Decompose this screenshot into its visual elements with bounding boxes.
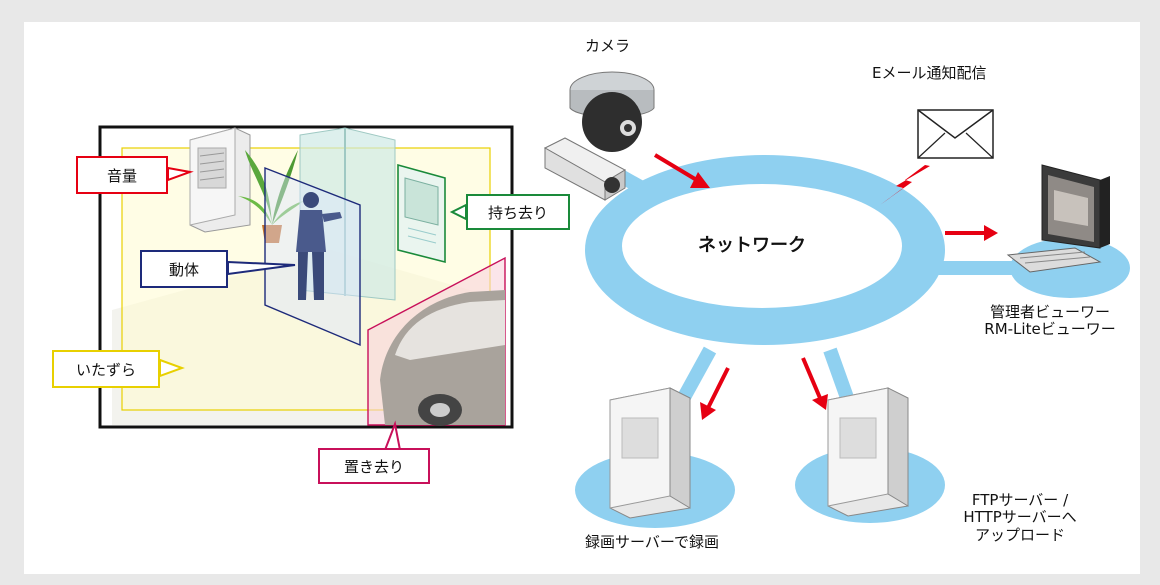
recording-server-icon [609, 387, 691, 519]
dome-camera-icon [569, 71, 655, 152]
removal-callout: 持ち去り [466, 194, 570, 230]
network-label: ネットワーク [698, 235, 806, 256]
potted-plant [238, 150, 305, 243]
motion-callout-tail [227, 260, 296, 276]
tampering-callout-tail [159, 358, 185, 378]
ftp-label-line3: アップロード [974, 525, 1065, 544]
viewer-label-line2: RM-Liteビューワー [984, 320, 1116, 339]
camera-label: カメラ [585, 37, 631, 55]
volume-callout-tail [167, 166, 194, 182]
box-camera-icon [543, 137, 627, 201]
motion-callout: 動体 [140, 250, 228, 288]
car-figure [380, 290, 505, 426]
viewer-label-line1: 管理者ビューワー [989, 303, 1110, 321]
volume-callout: 音量 [76, 156, 168, 194]
computer-icon [1006, 164, 1110, 273]
ftp-server-icon [827, 387, 909, 517]
email-label: Eメール通知配信 [872, 64, 987, 82]
lightning-icon [880, 165, 930, 205]
viewer-label: 管理者ビューワー RM-Liteビューワー [960, 303, 1140, 339]
left-behind-callout: 置き去り [318, 448, 430, 484]
person-figure [296, 192, 342, 300]
email-envelope-icon [917, 109, 994, 159]
vending-machine [189, 127, 251, 233]
ftp-label-line2: HTTPサーバーへ [963, 508, 1077, 527]
ftp-label-line1: FTPサーバー / [971, 491, 1069, 509]
ftp-label: FTPサーバー / HTTPサーバーへ アップロード [950, 491, 1090, 544]
tampering-callout: いたずら [52, 350, 160, 388]
data-flow-arrows [653, 153, 998, 420]
recording-label: 録画サーバーで録画 [585, 533, 719, 551]
network-ring-inner [622, 184, 902, 308]
